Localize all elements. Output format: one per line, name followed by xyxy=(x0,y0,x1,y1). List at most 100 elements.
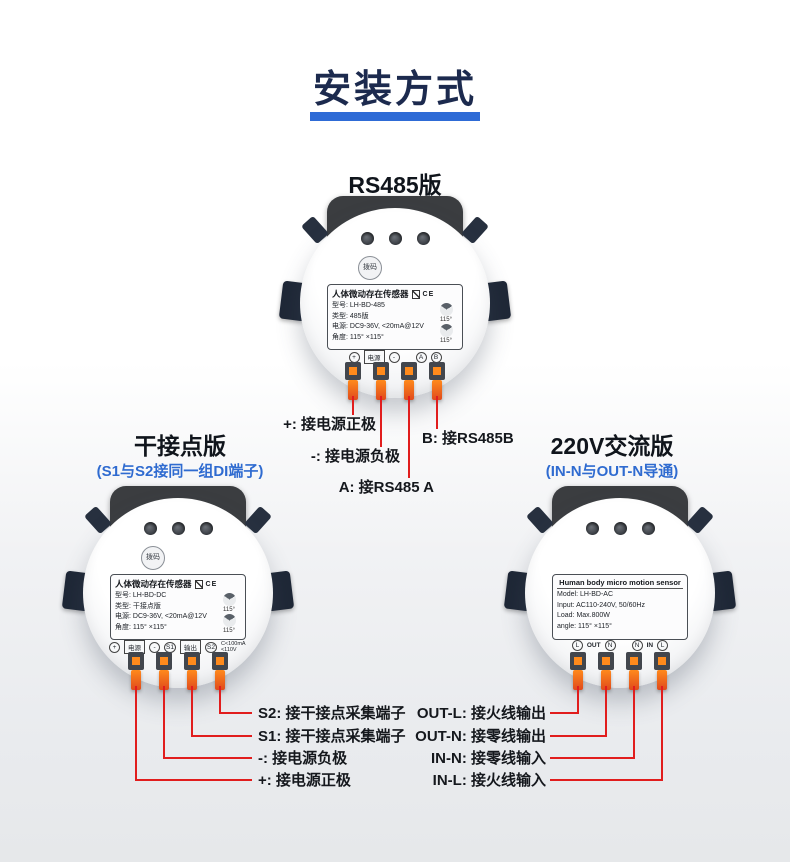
angle-value: 115° xyxy=(440,317,452,323)
sensor-face: 拨码 人体微动存在传感器 CE 型号: LH-BD-485 类型: 485版 电… xyxy=(300,208,490,398)
port-out-n: N xyxy=(604,640,616,651)
spec-line: angle: 115° ×115° xyxy=(557,622,612,630)
terminal xyxy=(212,652,228,690)
spec-line: 型号: LH-BD-DC xyxy=(115,592,167,599)
spec-label-title: 人体微动存在传感器 xyxy=(332,289,409,299)
spec-line: 电源: DC9-36V, <20mA@12V xyxy=(115,613,207,620)
annotation-line xyxy=(661,686,663,781)
ce-mark: CE xyxy=(205,580,218,588)
section-subtitle-ac: (IN-N与OUT-N导通) xyxy=(545,463,679,480)
port-in-l: L xyxy=(657,640,669,651)
annotation-dry-minus: -: 接电源负极 xyxy=(258,750,348,767)
annotation-ac-in-n: IN-N: 接零线输入 xyxy=(431,750,546,767)
spec-line: 角度: 115° ×115° xyxy=(332,333,384,341)
angle-value: 115° xyxy=(223,628,235,634)
annotation-dry-plus: +: 接电源正极 xyxy=(258,772,351,789)
spec-line: Load: Max.800W xyxy=(557,612,610,619)
device-220v-ac: Human body micro motion sensor Model: LH… xyxy=(503,486,737,698)
annotation-rs485-plus: +: 接电源正极 xyxy=(283,416,376,433)
annotation-line xyxy=(633,686,635,759)
screw-hole xyxy=(416,232,430,245)
spec-lines: 型号: LH-BD-485 类型: 485版 电源: DC9-36V, <20m… xyxy=(332,301,434,344)
terminal xyxy=(401,362,417,400)
dip-switch-badge: 拨码 xyxy=(358,256,382,280)
annotation-line xyxy=(219,686,221,714)
annotation-line xyxy=(135,686,137,781)
port-s2: S2 xyxy=(205,641,217,653)
terminal-block xyxy=(68,652,288,690)
annotation-line xyxy=(408,396,410,478)
port-plus: + xyxy=(348,351,360,363)
sensor-face: 拨码 人体微动存在传感器 CE 型号: LH-BD-DC 类型: 干接点版 电源… xyxy=(83,498,273,688)
spec-label-title: Human body micro motion sensor xyxy=(559,578,681,587)
spec-line: Model: LH-BD-AC xyxy=(557,591,614,598)
spec-line: 类型: 485版 xyxy=(332,312,369,320)
annotation-line xyxy=(380,396,382,447)
annotation-line xyxy=(135,779,252,781)
spec-lines: 型号: LH-BD-DC 类型: 干接点版 电源: DC9-36V, <20mA… xyxy=(115,591,217,634)
port-in-label: IN xyxy=(646,642,654,649)
spec-line: 型号: LH-BD-485 xyxy=(332,302,385,309)
annotation-line xyxy=(163,686,165,759)
spec-line: 角度: 115° ×115° xyxy=(115,623,167,631)
annotation-line xyxy=(436,396,438,429)
annotation-rs485-b: B: 接RS485B xyxy=(422,430,514,447)
port-in-n: N xyxy=(631,640,643,651)
port-rating-note: C<100mA <110V xyxy=(220,641,246,653)
device-rs485: 拨码 人体微动存在传感器 CE 型号: LH-BD-485 类型: 485版 电… xyxy=(278,196,512,408)
annotation-ac-out-l: OUT-L: 接火线输出 xyxy=(416,705,546,722)
port-out-label: OUT xyxy=(586,642,601,649)
dip-switch-badge: 拨码 xyxy=(141,546,165,570)
terminal xyxy=(184,652,200,690)
annotation-line xyxy=(191,735,252,737)
ce-mark: CE xyxy=(422,290,435,298)
port-plus: + xyxy=(109,641,121,653)
annotation-ac-out-n: OUT-N: 接零线输出 xyxy=(415,728,546,745)
terminal xyxy=(626,652,642,690)
annotation-dry-s2: S2: 接干接点采集端子 xyxy=(258,705,406,722)
screw-hole xyxy=(641,522,655,535)
section-title-rs485: RS485版 xyxy=(348,172,442,198)
screw-holes xyxy=(83,522,273,535)
screw-hole xyxy=(199,522,213,535)
port-row: L OUT N N IN L xyxy=(525,640,715,651)
angle-sector-icon xyxy=(222,614,236,627)
spec-label: 人体微动存在传感器 CE 型号: LH-BD-DC 类型: 干接点版 电源: D… xyxy=(110,574,246,640)
title-underline xyxy=(310,112,480,121)
angle-value: 115° xyxy=(223,607,235,613)
angle-value: 115° xyxy=(440,338,452,344)
terminal xyxy=(654,652,670,690)
annotation-line xyxy=(352,396,354,415)
spec-label: Human body micro motion sensor Model: LH… xyxy=(552,574,688,640)
spec-label-title: 人体微动存在传感器 xyxy=(115,579,192,589)
section-title-dry: 干接点版 xyxy=(134,433,226,459)
terminal xyxy=(429,362,445,400)
terminal xyxy=(598,652,614,690)
annotation-line xyxy=(163,757,252,759)
port-minus: - xyxy=(388,351,400,363)
annotation-line xyxy=(219,712,252,714)
angle-sector-icon xyxy=(222,593,236,606)
annotation-line xyxy=(550,779,662,781)
annotation-rs485-minus: -: 接电源负极 xyxy=(310,448,400,465)
annotation-line xyxy=(550,735,606,737)
terminal-block xyxy=(510,652,730,690)
weee-bin-icon xyxy=(411,289,420,299)
screw-holes xyxy=(300,232,490,245)
terminal xyxy=(156,652,172,690)
spec-line: 类型: 干接点版 xyxy=(115,602,161,610)
annotation-line xyxy=(550,712,578,714)
port-out-l: L xyxy=(571,640,583,651)
terminal xyxy=(373,362,389,400)
screw-hole xyxy=(585,522,599,535)
screw-hole xyxy=(143,522,157,535)
section-subtitle-dry: (S1与S2接同一组DI端子) xyxy=(96,463,264,480)
port-b: B xyxy=(430,351,442,363)
port-s1: S1 xyxy=(164,641,176,653)
screw-holes xyxy=(525,522,715,535)
spec-line: 电源: DC9-36V, <20mA@12V xyxy=(332,323,424,330)
spec-line: Input: AC110-240V, 50/60Hz xyxy=(557,601,645,609)
angle-diagram: 115° 115° xyxy=(217,591,241,634)
annotation-line xyxy=(191,686,193,737)
